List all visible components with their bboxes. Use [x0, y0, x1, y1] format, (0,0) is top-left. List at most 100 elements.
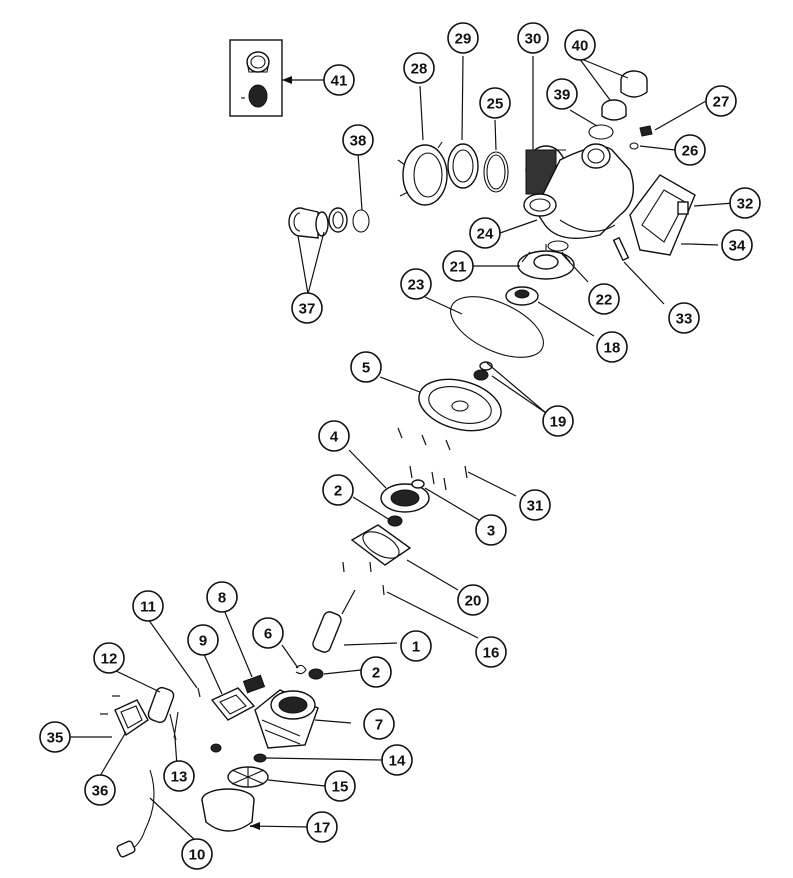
callout-circle — [729, 187, 761, 219]
part-21-diffuser — [517, 244, 575, 280]
part-12-capacitor — [147, 686, 175, 724]
callout-circle — [668, 302, 700, 334]
callout-label: 31 — [527, 498, 544, 515]
callout-34: 34 — [721, 229, 753, 261]
part-2-seal-upper — [387, 515, 403, 527]
callout-circle — [187, 624, 219, 656]
callout-circle — [403, 52, 435, 84]
callout-19: 19 — [542, 405, 574, 437]
callout-circle — [291, 292, 323, 324]
callout-2: 2 — [322, 474, 354, 506]
callout-38: 38 — [342, 124, 374, 156]
callout-label: 18 — [604, 340, 621, 357]
callout-circle — [132, 590, 164, 622]
callout-label: 13 — [171, 769, 188, 786]
callout-label: 2 — [334, 483, 342, 500]
callout-29: 29 — [447, 22, 479, 54]
callout-label: 26 — [682, 143, 699, 160]
callout-circle — [322, 474, 354, 506]
callout-21: 21 — [442, 250, 474, 282]
callout-label: 19 — [550, 414, 567, 431]
callout-label: 6 — [264, 626, 272, 643]
callout-label: 8 — [218, 590, 226, 607]
callout-circle — [381, 744, 413, 776]
callout-32: 32 — [729, 187, 761, 219]
callout-circle — [447, 22, 479, 54]
callout-circle — [479, 87, 511, 119]
part-6-clip — [295, 664, 307, 675]
callout-26: 26 — [674, 134, 706, 166]
part-15-fan — [227, 766, 269, 788]
callout-15: 15 — [324, 770, 356, 802]
callout-9: 9 — [187, 624, 219, 656]
callout-8: 8 — [206, 581, 238, 613]
part-24-pump-housing — [523, 143, 634, 239]
callout-25: 25 — [479, 87, 511, 119]
callout-4: 4 — [318, 420, 350, 452]
callout-label: 37 — [299, 301, 316, 318]
callout-5: 5 — [350, 351, 382, 383]
callout-23: 23 — [400, 268, 432, 300]
part-37-union-fittings — [288, 207, 370, 239]
part-5-seal-plate — [397, 378, 502, 451]
callout-label: 40 — [572, 38, 589, 55]
callout-label: 10 — [189, 847, 206, 864]
part-11-screw — [197, 687, 201, 698]
callout-label: 29 — [455, 31, 472, 48]
callout-label: 2 — [372, 665, 380, 682]
callout-circle — [475, 514, 507, 546]
callout-circle — [93, 642, 125, 674]
callout-circle — [318, 420, 350, 452]
callout-label: 9 — [199, 633, 207, 650]
part-36-cover — [114, 699, 149, 737]
callout-label: 28 — [411, 61, 428, 78]
part-10-power-cord — [116, 769, 155, 858]
callout-6: 6 — [252, 617, 284, 649]
callout-13: 13 — [163, 760, 195, 792]
callout-circle — [252, 617, 284, 649]
callout-circle — [306, 811, 338, 843]
part-40-union-nut — [601, 70, 648, 121]
callout-circle — [519, 489, 551, 521]
callout-circle — [588, 283, 620, 315]
callout-2: 2 — [360, 656, 392, 688]
callout-circle — [400, 630, 432, 662]
part-33-base-pin — [612, 236, 630, 262]
callout-circle — [517, 22, 549, 54]
part-35-screws — [100, 695, 120, 715]
callout-11: 11 — [132, 590, 164, 622]
part-39-o-ring — [588, 124, 614, 140]
callout-label: 32 — [737, 196, 754, 213]
part-3-seal-washer — [411, 479, 425, 489]
part-17-fan-cover — [201, 788, 255, 832]
callout-circle — [350, 351, 382, 383]
part-13-wire — [169, 711, 179, 741]
callout-24: 24 — [469, 217, 501, 249]
callout-20: 20 — [457, 584, 489, 616]
callout-7: 7 — [363, 708, 395, 740]
callouts: 1223456789101112131415161718192021222324… — [39, 22, 761, 870]
part-4-motor-bracket — [380, 483, 430, 513]
callout-10: 10 — [181, 838, 213, 870]
callout-label: 36 — [92, 783, 109, 800]
callout-label: 16 — [483, 645, 500, 662]
callout-39: 39 — [546, 78, 578, 110]
callout-label: 17 — [314, 820, 331, 837]
callout-circle — [674, 134, 706, 166]
callout-label: 12 — [101, 651, 118, 668]
part-23-seal-plate-o-ring — [450, 296, 544, 358]
callout-label: 15 — [332, 779, 349, 796]
callout-label: 27 — [713, 94, 730, 111]
callout-label: 5 — [362, 360, 370, 377]
callout-circle — [596, 331, 628, 363]
callout-circle — [564, 29, 596, 61]
callout-35: 35 — [39, 721, 71, 753]
callout-36: 36 — [84, 774, 116, 806]
callout-circle — [84, 774, 116, 806]
callout-37: 37 — [291, 292, 323, 324]
part-1-motor-shaft — [312, 589, 356, 653]
part-8-terminal-block — [242, 674, 266, 694]
callout-40: 40 — [564, 29, 596, 61]
callout-label: 23 — [408, 277, 425, 294]
callout-circle — [457, 584, 489, 616]
